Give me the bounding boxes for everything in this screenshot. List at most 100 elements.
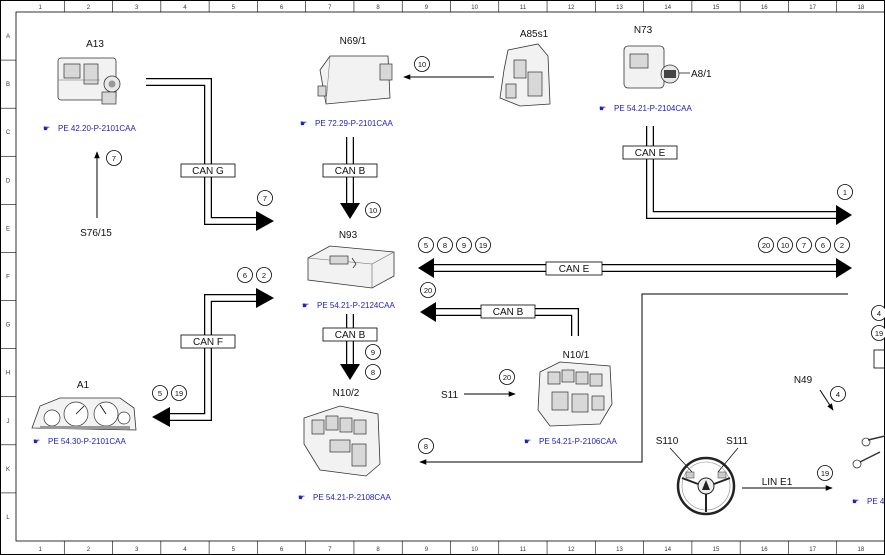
signal-circle: 5 xyxy=(152,385,168,401)
grid-column-label: 5 xyxy=(232,547,236,553)
can-e-n73-label: CAN E xyxy=(635,148,666,159)
grid-column-label: 15 xyxy=(713,547,720,553)
signal-number: 20 xyxy=(762,241,770,250)
can-g-label: CAN G xyxy=(192,166,224,177)
signal-circle: 20 xyxy=(758,237,774,253)
n10-2-component xyxy=(303,405,381,477)
signal-line-n49 xyxy=(819,389,834,411)
grid-row-label: D xyxy=(6,178,11,184)
signal-number: 9 xyxy=(371,348,375,357)
a1-label: A1 xyxy=(77,380,90,391)
grid-column-label: 17 xyxy=(809,5,816,11)
grid-column-label: 5 xyxy=(232,5,236,11)
signal-number: 6 xyxy=(821,241,825,250)
signal-circle: 9 xyxy=(365,344,381,360)
n10-2-label: N10/2 xyxy=(333,388,360,399)
book-icon: ☛ xyxy=(599,104,606,113)
can-g-bus: CAN G xyxy=(146,78,274,231)
grid-column-label: 16 xyxy=(761,547,768,553)
a13-component xyxy=(57,57,121,105)
signal-number: 4 xyxy=(836,390,840,399)
s11-label: S11 xyxy=(441,390,458,401)
can-e-n73-bus: CAN E xyxy=(622,126,852,225)
a8-1-label: A8/1 xyxy=(691,69,712,80)
can-f-label: CAN F xyxy=(193,337,223,348)
s111-label: S111 xyxy=(726,436,748,447)
grid-column-label: 14 xyxy=(664,547,671,553)
book-icon: ☛ xyxy=(43,124,50,133)
grid-column-label: 2 xyxy=(87,547,91,553)
signal-number: 10 xyxy=(418,60,426,69)
grid-column-label: 6 xyxy=(280,547,284,553)
svg-text:PE 54.21-P-2104CAA: PE 54.21-P-2104CAA xyxy=(614,104,692,113)
signal-circle: 10 xyxy=(414,56,430,72)
grid-row-label: B xyxy=(6,82,10,88)
n69-1-reference[interactable]: ☛ PE 72.29-P-2101CAA xyxy=(300,119,393,128)
n73-label: N73 xyxy=(634,25,653,36)
grid-column-label: 4 xyxy=(183,547,187,553)
signal-circle: 4 xyxy=(871,305,885,321)
n49-label: N49 xyxy=(794,375,813,386)
grid-row-label: A xyxy=(6,34,10,40)
signal-number: 19 xyxy=(175,389,183,398)
can-e-main-bus: CAN E xyxy=(418,258,852,278)
signal-circle: 19 xyxy=(817,465,833,481)
s111-leader xyxy=(717,447,739,473)
signal-number: 8 xyxy=(424,442,428,451)
signal-number: 19 xyxy=(821,469,829,478)
signal-circle: 8 xyxy=(365,364,381,380)
can-b-lower-label: CAN B xyxy=(335,330,366,341)
signal-circle: 19 xyxy=(871,325,885,341)
n73-component xyxy=(623,45,680,89)
grid-column-label: 9 xyxy=(425,547,429,553)
grid-column-label: 8 xyxy=(376,547,380,553)
a13-reference[interactable]: ☛ PE 42.20-P-2101CAA xyxy=(43,124,136,133)
signal-circle: 7 xyxy=(796,237,812,253)
signal-number: 19 xyxy=(479,241,487,250)
svg-text:PE 54.21-P-2108CAA: PE 54.21-P-2108CAA xyxy=(313,493,391,502)
signal-number: 4 xyxy=(877,309,881,318)
grid-row-label: F xyxy=(6,275,10,281)
signal-line-n10-2 xyxy=(419,293,848,465)
grid-row-label: C xyxy=(6,130,11,136)
signal-circle: 4 xyxy=(830,386,846,402)
signal-number: 19 xyxy=(875,329,883,338)
signal-number: 10 xyxy=(781,241,789,250)
signal-circle: 20 xyxy=(420,282,436,298)
grid-column-label: 17 xyxy=(809,547,816,553)
a1-reference[interactable]: ☛ PE 54.30-P-2101CAA xyxy=(33,437,126,446)
book-icon: ☛ xyxy=(852,497,859,506)
signal-circle: 9 xyxy=(456,237,472,253)
book-icon: ☛ xyxy=(298,493,305,502)
n10-2-reference[interactable]: ☛ PE 54.21-P-2108CAA xyxy=(298,493,391,502)
n10-1-reference[interactable]: ☛ PE 54.21-P-2106CAA xyxy=(524,437,617,446)
grid-row-label: J xyxy=(7,419,10,425)
n93-label: N93 xyxy=(339,230,358,241)
s110-leader xyxy=(669,447,693,473)
can-b-upper-bus: CAN B xyxy=(322,137,378,219)
steering-wheel-component xyxy=(676,456,736,516)
n73-reference[interactable]: ☛ PE 54.21-P-2104CAA xyxy=(599,104,692,113)
grid-column-label: 16 xyxy=(761,5,768,11)
book-icon: ☛ xyxy=(302,301,309,310)
signal-circle: 8 xyxy=(418,438,434,454)
signal-circle: 2 xyxy=(834,237,850,253)
can-b-lower-bus: CAN B xyxy=(322,314,378,380)
book-icon: ☛ xyxy=(33,437,40,446)
grid-column-label: 10 xyxy=(471,5,478,11)
grid-row-label: E xyxy=(6,226,10,232)
grid-column-label: 13 xyxy=(616,547,623,553)
svg-text:PE 54.30-P-2101CAA: PE 54.30-P-2101CAA xyxy=(48,437,126,446)
grid-column-label: 7 xyxy=(328,5,332,11)
can-b-n10-1-bus: CAN B xyxy=(420,302,579,336)
right-edge-reference[interactable]: ☛ PE 4 xyxy=(852,497,885,506)
signal-number: 5 xyxy=(424,241,428,250)
grid-column-label: 1 xyxy=(38,547,42,553)
signal-circle: 7 xyxy=(106,150,122,166)
n93-reference[interactable]: ☛ PE 54.21-P-2124CAA xyxy=(302,301,395,310)
n69-1-component xyxy=(317,55,393,105)
grid-column-label: 9 xyxy=(425,5,429,11)
